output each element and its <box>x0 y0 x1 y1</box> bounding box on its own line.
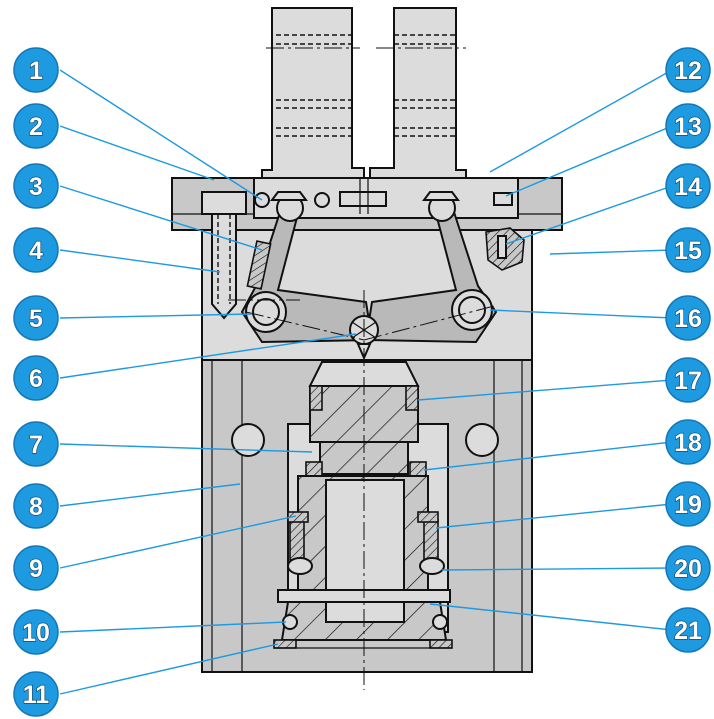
callout-14: 14 <box>665 163 711 209</box>
callout-6-label: 6 <box>29 365 43 393</box>
callout-12: 12 <box>665 47 711 93</box>
callout-21-label: 21 <box>674 617 702 645</box>
callout-16-circle <box>665 295 711 341</box>
callout-7-circle <box>13 421 59 467</box>
callout-6-circle <box>13 355 59 401</box>
callout-17-label: 17 <box>674 367 702 395</box>
callout-10-label: 10 <box>22 619 50 647</box>
callout-21: 21 <box>665 607 711 653</box>
callout-13-label: 13 <box>674 113 702 141</box>
callout-18-label: 18 <box>674 429 702 457</box>
callout-15: 15 <box>665 227 711 273</box>
callout-5-circle <box>13 295 59 341</box>
callout-9: 9 <box>13 545 59 591</box>
jaw-right <box>369 7 467 179</box>
callout-17: 17 <box>665 357 711 403</box>
callout-1: 1 <box>13 47 59 93</box>
jaw-left <box>261 7 365 179</box>
callout-16: 16 <box>665 295 711 341</box>
callout-5: 5 <box>13 295 59 341</box>
callout-16-label: 16 <box>674 305 702 333</box>
piston <box>287 475 445 591</box>
callout-15-circle <box>665 227 711 273</box>
callout-8-label: 8 <box>29 493 43 521</box>
callout-20-label: 20 <box>674 555 702 583</box>
callout-14-label: 14 <box>674 173 702 201</box>
callout-8-circle <box>13 483 59 529</box>
callout-8: 8 <box>13 483 59 529</box>
callout-11: 11 <box>13 671 59 717</box>
callout-5-label: 5 <box>29 305 43 333</box>
callout-11-label: 11 <box>23 681 50 709</box>
piston-rod <box>305 361 427 477</box>
callout-14-circle <box>665 163 711 209</box>
callout-20-circle <box>665 545 711 591</box>
callout-7-label: 7 <box>29 431 43 459</box>
callout-18: 18 <box>665 419 711 465</box>
callout-7: 7 <box>13 421 59 467</box>
set-screw <box>485 227 525 271</box>
callout-19-circle <box>665 481 711 527</box>
callout-9-circle <box>13 545 59 591</box>
callout-2-circle <box>13 103 59 149</box>
callout-2-label: 2 <box>29 113 43 141</box>
callout-9-label: 9 <box>29 555 43 583</box>
callout-3: 3 <box>13 163 59 209</box>
bottom-cap <box>273 589 453 649</box>
callout-3-label: 3 <box>29 173 43 201</box>
callout-21-circle <box>665 607 711 653</box>
callout-18-circle <box>665 419 711 465</box>
callout-19-label: 19 <box>674 491 702 519</box>
callout-1-circle <box>13 47 59 93</box>
callout-13-circle <box>665 103 711 149</box>
callout-10: 10 <box>13 609 59 655</box>
callout-15-label: 15 <box>674 237 702 265</box>
callout-20: 20 <box>665 545 711 591</box>
callout-13: 13 <box>665 103 711 149</box>
leader-lines <box>59 69 673 695</box>
callout-12-label: 12 <box>674 57 702 85</box>
callout-6: 6 <box>13 355 59 401</box>
callout-11-circle <box>13 671 59 717</box>
callout-4-circle <box>13 227 59 273</box>
callout-12-circle <box>665 47 711 93</box>
callout-4: 4 <box>13 227 59 273</box>
callout-4-label: 4 <box>29 237 43 265</box>
callout-19: 19 <box>665 481 711 527</box>
callout-17-circle <box>665 357 711 403</box>
callout-10-circle <box>13 609 59 655</box>
callout-1-label: 1 <box>29 57 43 85</box>
callout-2: 2 <box>13 103 59 149</box>
callout-3-circle <box>13 163 59 209</box>
